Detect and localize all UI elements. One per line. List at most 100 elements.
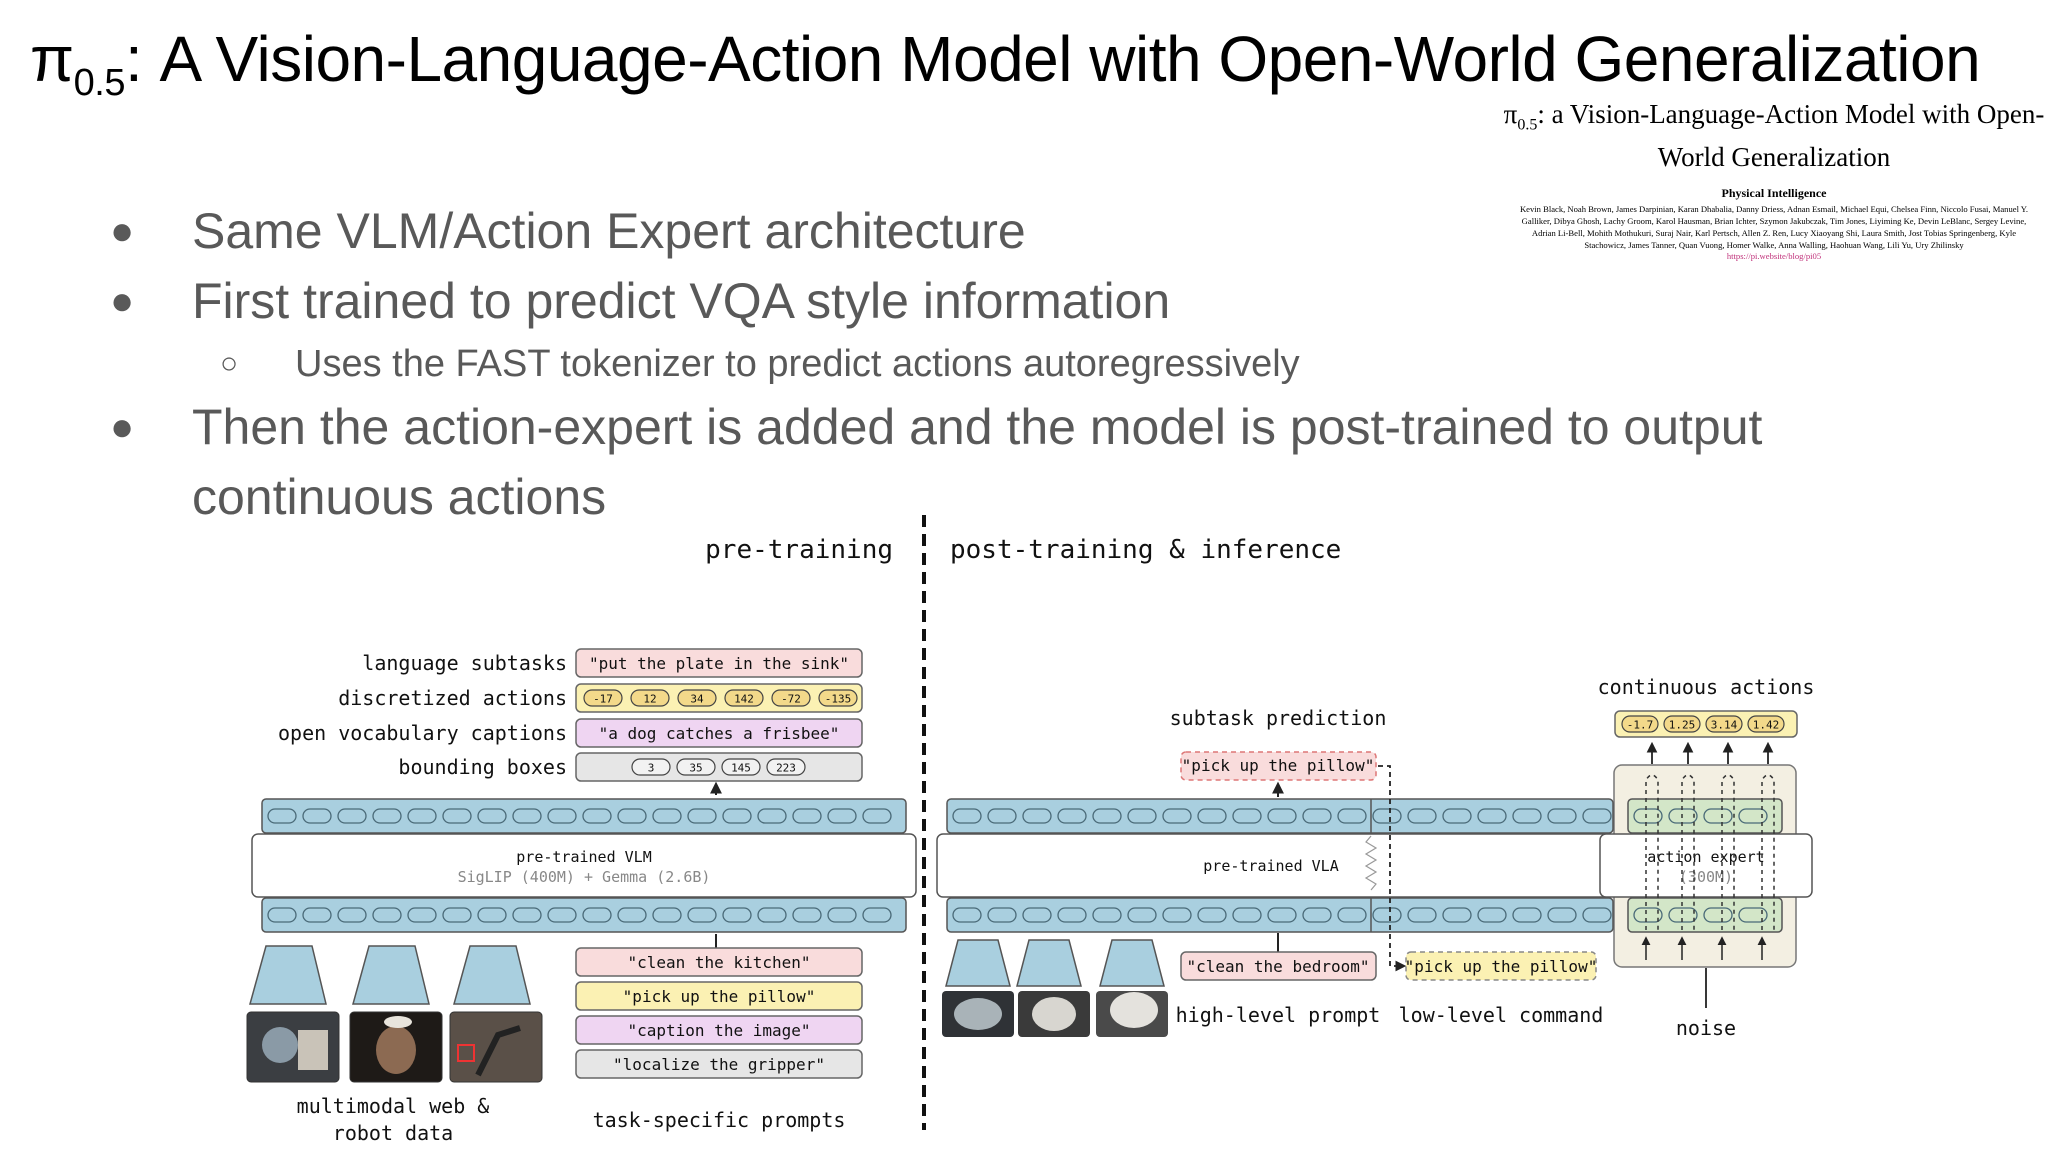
prompt-text: "caption the image" <box>627 1021 810 1040</box>
token <box>1232 907 1262 923</box>
value-token-label: 35 <box>689 762 702 775</box>
token <box>1197 808 1227 824</box>
bullet-text: Same VLM/Action Expert architecture <box>192 203 1026 259</box>
token <box>512 808 542 824</box>
token <box>1337 808 1367 824</box>
token <box>1022 907 1052 923</box>
token <box>267 907 297 923</box>
paper-url: https://pi.website/blog/pi05 <box>1726 251 1822 262</box>
vlm-name: pre-trained VLM <box>516 848 651 866</box>
token <box>757 808 787 824</box>
token <box>617 808 647 824</box>
paper-authors: Kevin Black, Noah Brown, James Darpinian… <box>1519 204 2029 251</box>
value-token <box>1705 715 1743 733</box>
prompts-label: task-specific prompts <box>593 1108 846 1132</box>
value-token <box>1747 715 1785 733</box>
token <box>792 808 822 824</box>
flow-loops <box>1641 741 1775 960</box>
value-token <box>1621 715 1659 733</box>
token <box>337 808 367 824</box>
token <box>1337 907 1367 923</box>
token <box>582 808 612 824</box>
token <box>1372 808 1402 824</box>
token <box>1022 808 1052 824</box>
token <box>267 808 297 824</box>
prompt-box <box>575 981 863 1011</box>
token <box>952 907 982 923</box>
image-detail <box>1032 997 1076 1031</box>
token <box>1407 808 1437 824</box>
token <box>1738 907 1768 923</box>
prompt-text: "pick up the pillow" <box>623 987 816 1006</box>
token <box>1162 808 1192 824</box>
value-token <box>630 689 670 707</box>
vla-name: pre-trained VLA <box>1203 857 1338 875</box>
token <box>337 907 367 923</box>
prompt-box <box>575 1049 863 1079</box>
value-token-label: 3.14 <box>1711 719 1738 732</box>
value-token-label: -17 <box>593 693 613 706</box>
token <box>1547 808 1577 824</box>
value-token-label: 34 <box>690 693 704 706</box>
token <box>512 907 542 923</box>
token <box>987 907 1017 923</box>
value-token-label: 145 <box>731 762 751 775</box>
bullet-text-continued: continuous actions <box>192 469 607 525</box>
paper-header: π0.5: a Vision-Language-Action Model wit… <box>1500 98 2048 261</box>
token <box>827 907 857 923</box>
token <box>1092 808 1122 824</box>
image-encoder <box>945 939 1011 987</box>
token <box>302 808 332 824</box>
token <box>1477 907 1507 923</box>
value-token-label: 1.25 <box>1669 719 1696 732</box>
token <box>1633 808 1663 824</box>
vla-image-encoders <box>945 939 1165 987</box>
token <box>952 808 982 824</box>
token <box>1197 907 1227 923</box>
value-token <box>676 758 716 776</box>
value-token-label: 223 <box>776 762 796 775</box>
action-expert-detail: (300M) <box>1679 868 1733 886</box>
high-level-prompt-value: "clean the bedroom" <box>1186 957 1369 976</box>
token <box>687 907 717 923</box>
token <box>987 808 1017 824</box>
token <box>862 907 892 923</box>
token <box>1267 808 1297 824</box>
token <box>1582 808 1612 824</box>
pretraining-label: pre-training <box>705 535 893 565</box>
action-expert-top-tokens <box>1633 808 1768 824</box>
high-level-prompt-label: high-level prompt <box>1176 1003 1381 1027</box>
bullet-dot: ● <box>110 279 135 323</box>
bullet-dot: ● <box>110 209 135 253</box>
token <box>547 808 577 824</box>
value-token-label: -1.7 <box>1627 719 1654 732</box>
token <box>372 907 402 923</box>
token <box>1057 808 1087 824</box>
value-token-label: 3 <box>648 762 655 775</box>
captions-label: open vocabulary captions <box>278 721 567 745</box>
token <box>372 808 402 824</box>
prompt-text: "clean the kitchen" <box>627 953 810 972</box>
bullet-text: Then the action-expert is added and the … <box>192 399 1763 455</box>
vlm-bottom-tokens <box>267 907 892 923</box>
token <box>792 907 822 923</box>
paper-title-text: : a Vision-Language-Action Model with Op… <box>1537 99 2045 173</box>
token <box>617 907 647 923</box>
subtask-prediction-value: "pick up the pillow" <box>1182 756 1375 775</box>
token <box>652 907 682 923</box>
title-text: : A Vision-Language-Action Model with Op… <box>124 23 1981 95</box>
token <box>1267 907 1297 923</box>
title-subscript: 0.5 <box>73 62 126 104</box>
vlm-top-tokens <box>267 808 892 824</box>
token <box>1407 907 1437 923</box>
token <box>1512 907 1542 923</box>
subtask-prediction-box <box>1180 751 1377 781</box>
token <box>1477 808 1507 824</box>
token <box>1703 907 1733 923</box>
value-token <box>771 689 811 707</box>
value-token <box>677 689 717 707</box>
sub-bullet-item: ○Uses the FAST tokenizer to predict acti… <box>110 336 1830 392</box>
